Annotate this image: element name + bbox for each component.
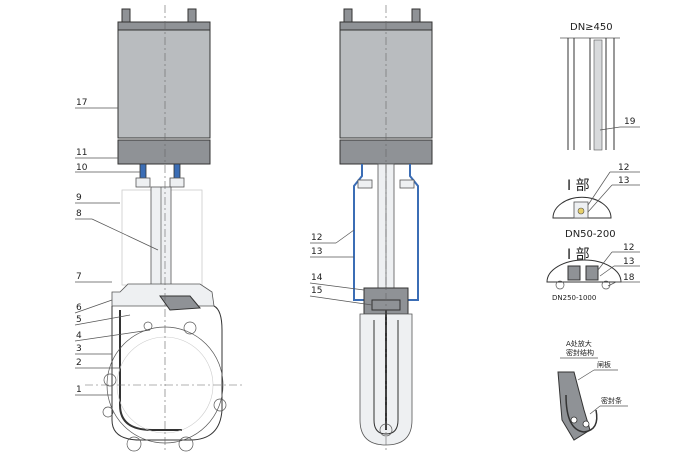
leader-11: 11 [76,148,87,158]
seal-strip-label: 密封条 [601,396,622,405]
detail-i1-seal [577,207,585,215]
detail-part-i-1: I 部 12 13 [552,163,640,219]
detail-i1-num-12: 12 [618,163,629,173]
mid-tie-rod-nut-right [411,8,421,23]
left-tie-rod-nut-right [187,8,197,23]
left-bolt-hole-7 [143,321,153,331]
left-cylinder-flange [117,139,211,165]
leader-17: 17 [76,98,87,108]
left-nut-right [169,177,185,188]
detail-i2-num-18: 18 [623,273,635,283]
middle-leaders: 12 13 14 15 [309,229,373,306]
left-gate-edge [119,310,182,431]
leader-5: 5 [76,315,82,325]
mid-tie-rod-nut-left [343,8,353,23]
left-cylinder-top-cap [117,21,211,31]
leader-7: 7 [76,272,82,282]
detail-i2-size: DN50-200 [565,229,616,240]
seal-ring-1 [570,416,578,424]
mid-nut-left [357,179,373,189]
detail-dn450: DN≥450 19 [560,22,640,151]
detail-part-i-2: DN50-200 I 部 DN250-1000 12 13 18 [546,229,640,302]
middle-valve-view: 12 13 14 15 [309,5,433,452]
mid-leader-12: 12 [311,233,322,243]
detail-i2-arc [546,259,622,283]
left-bolt-hole-5 [213,398,227,412]
left-nut-left [135,177,151,188]
detail-i2-caption: DN250-1000 [552,294,596,302]
left-bolt-hole-6 [183,321,197,335]
mid-leader-13: 13 [311,247,322,257]
leader-6: 6 [76,303,82,313]
left-valve-view: 17 11 10 9 8 7 6 5 4 3 2 1 [74,5,245,452]
left-body-outline [111,305,223,441]
left-bonnet [111,283,215,307]
mid-leader-14: 14 [311,273,323,283]
detail-i1-label: I 部 [567,178,590,194]
left-tie-rod-nut-left [121,8,131,23]
mid-guard-right [408,164,419,301]
detail-i1-num-13: 13 [618,176,629,186]
detail-i2-block-right [585,265,599,281]
leader-1: 1 [76,385,82,395]
seal-gate-section [557,371,591,441]
seal-gate-label: 闸板 [597,360,611,369]
detail-i2-num-12: 12 [623,243,634,253]
left-packing-gland [159,295,202,311]
seal-ring-2 [582,420,590,428]
leader-8: 8 [76,209,82,219]
left-bolt-hole-2 [102,406,114,418]
seal-strip-outline [565,394,598,433]
left-bolt-hole-3 [126,436,142,452]
mid-leader-15: 15 [311,286,322,296]
detail-dn450-label: DN≥450 [570,22,613,33]
detail-i2-block-left [567,265,581,281]
leader-10: 10 [76,163,88,173]
detail-dn450-num: 19 [624,117,636,127]
left-leaders: 17 11 10 9 8 7 6 5 4 3 2 1 [74,98,159,396]
left-bolt-hole-1 [103,373,117,387]
detail-i1-arc [552,196,612,219]
left-bolt-hole-4 [178,436,194,452]
detail-i2-seal-left [555,280,565,290]
seal-title-line1: A处放大 [566,339,592,348]
detail-seal-structure: A处放大 密封结构 闸板 密封条 [557,339,628,441]
detail-i2-label: I 部 [567,247,590,263]
leader-3: 3 [76,344,82,354]
detail-i2-num-13: 13 [623,257,634,267]
mid-guard-left [353,164,364,301]
leader-4: 4 [76,331,82,341]
leader-9: 9 [76,193,82,203]
mid-nut-right [399,179,415,189]
leader-2: 2 [76,358,82,368]
detail-dn450-plates [567,38,615,150]
left-cylinder-body [117,29,211,139]
seal-title-line2: 密封结构 [566,348,594,357]
detail-dn450-gate [593,39,603,151]
